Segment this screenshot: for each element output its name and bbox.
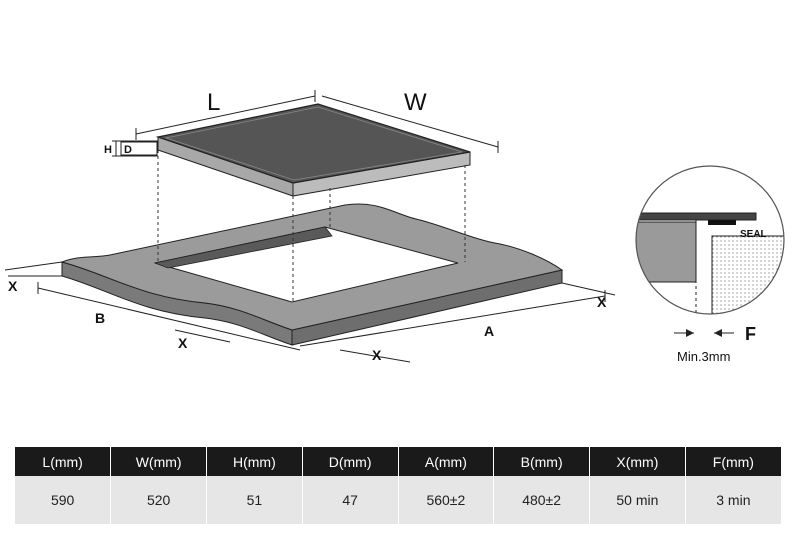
table-header-row: L(mm) W(mm) H(mm) D(mm) A(mm) B(mm) X(mm…	[15, 447, 781, 476]
label-min-gap: Min.3mm	[677, 349, 730, 364]
label-X-bottom-left: X	[178, 335, 188, 351]
header-X: X(mm)	[589, 447, 686, 476]
label-B: B	[95, 310, 105, 326]
value-L: 590	[15, 476, 112, 524]
table-row: 590 520 51 47 560±2 480±2 50 min 3 min	[15, 476, 781, 524]
value-F: 3 min	[685, 476, 781, 524]
value-H: 51	[206, 476, 303, 524]
label-X-left: X	[8, 278, 18, 294]
header-D: D(mm)	[302, 447, 399, 476]
value-W: 520	[110, 476, 207, 524]
projection-lines	[157, 150, 466, 302]
header-A: A(mm)	[398, 447, 495, 476]
label-L: L	[207, 89, 220, 116]
header-W: W(mm)	[110, 447, 207, 476]
hob	[155, 103, 471, 197]
label-F: F	[745, 324, 756, 344]
label-X-right: X	[597, 294, 607, 310]
dimension-lines	[4, 90, 616, 363]
seal-detail: SEAL F Min.3mm	[635, 165, 785, 364]
label-A: A	[484, 323, 494, 339]
value-X: 50 min	[589, 476, 686, 524]
header-B: B(mm)	[493, 447, 590, 476]
value-B: 480±2	[493, 476, 590, 524]
countertop	[60, 203, 564, 346]
header-H: H(mm)	[206, 447, 303, 476]
label-W: W	[404, 89, 427, 116]
value-D: 47	[302, 476, 399, 524]
label-H: H	[104, 144, 112, 156]
label-X-bottom: X	[372, 347, 382, 363]
header-L: L(mm)	[15, 447, 112, 476]
header-F: F(mm)	[685, 447, 781, 476]
label-D: D	[124, 144, 132, 156]
dimensions-table: L(mm) W(mm) H(mm) D(mm) A(mm) B(mm) X(mm…	[15, 447, 781, 524]
label-seal: SEAL	[740, 229, 767, 240]
value-A: 560±2	[398, 476, 495, 524]
